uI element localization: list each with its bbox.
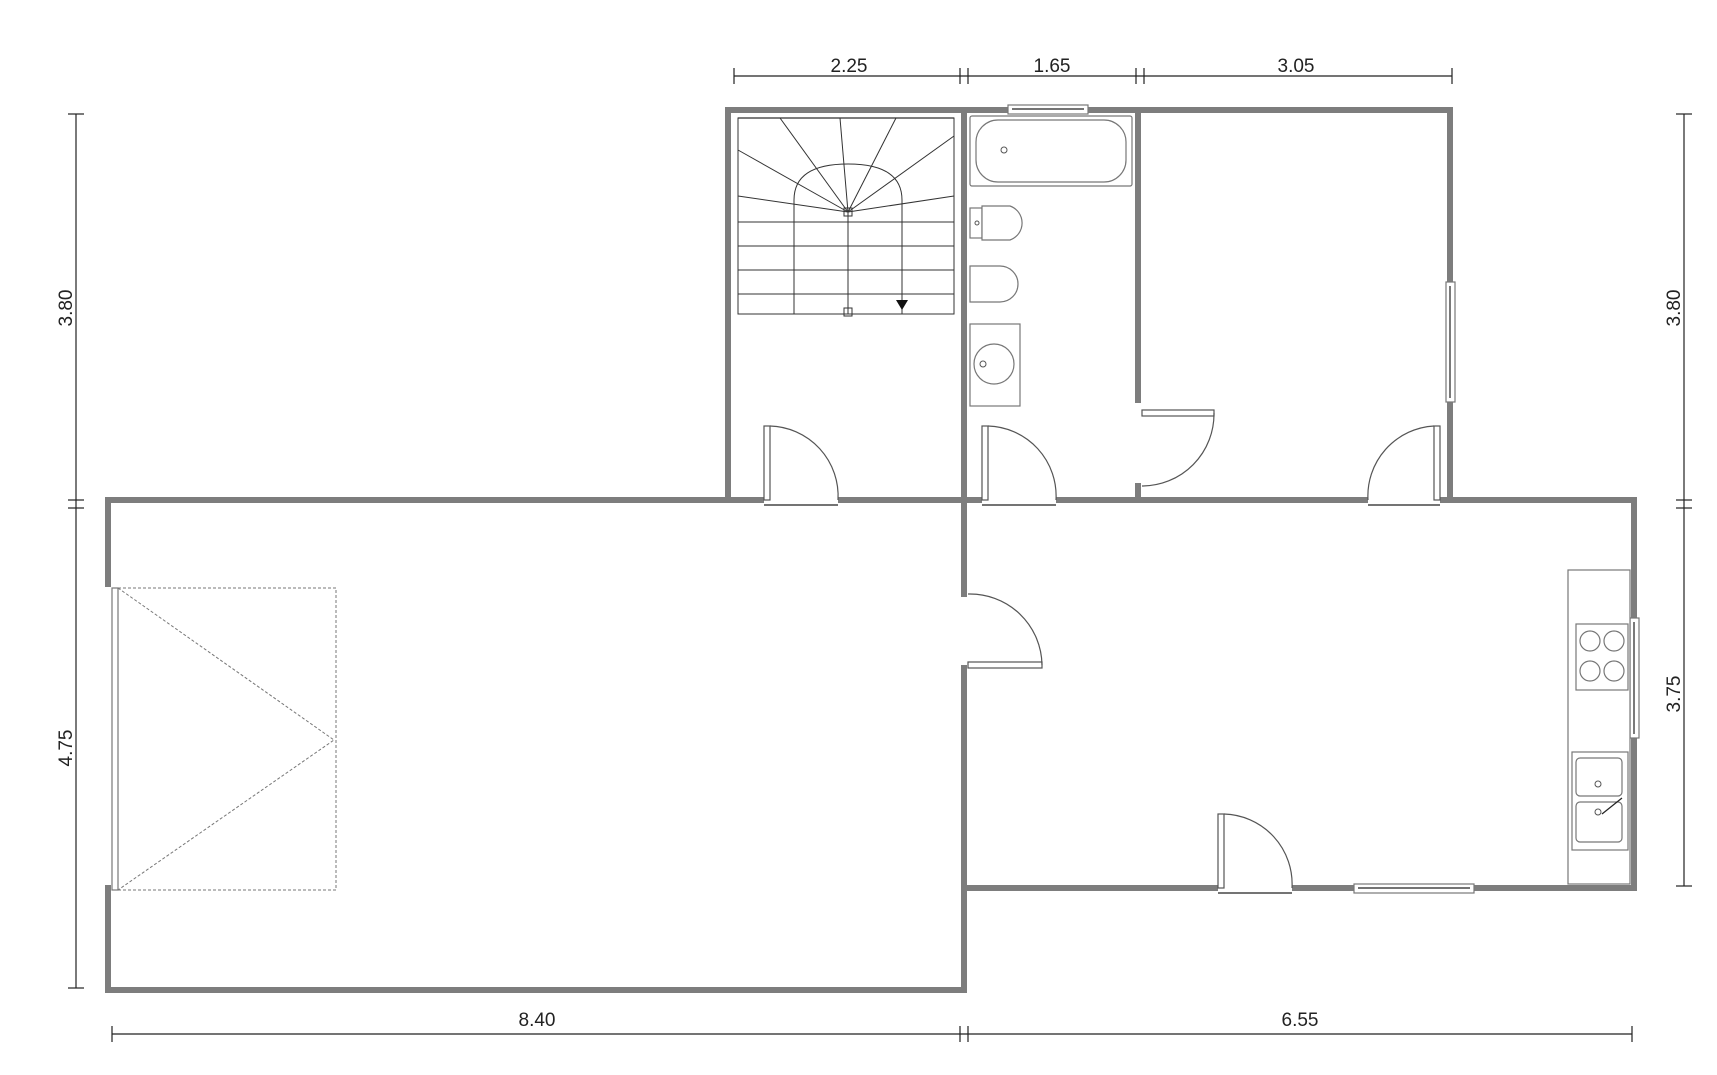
dim-bottom-right: 6.55 [1282, 1010, 1319, 1031]
door-stair [763, 425, 771, 501]
bidet [969, 265, 1019, 303]
dim-top-room: 3.05 [1278, 56, 1315, 77]
dim-bottom-left: 8.40 [519, 1010, 556, 1031]
dim-top-bath: 1.65 [1034, 56, 1071, 77]
kitchen-sink [1571, 751, 1629, 851]
washbasin [969, 323, 1021, 407]
dim-right-lower: 3.75 [1664, 676, 1685, 713]
openings [764, 496, 1440, 894]
walls [105, 107, 1637, 993]
stair-direction-arrow [896, 300, 908, 310]
bathroom-fixtures [969, 115, 1133, 407]
kitchen-fixtures [1567, 569, 1631, 885]
wall-living-left-lower [105, 885, 967, 993]
wall-kitchen-right [961, 497, 1637, 891]
door-bath-room [1141, 409, 1215, 417]
door-bath [981, 425, 989, 501]
door-living-kitchen [967, 661, 1043, 669]
door-room [1433, 425, 1441, 501]
dim-left-lower: 4.75 [56, 730, 77, 767]
windows [1007, 104, 1640, 894]
cooktop [1575, 623, 1629, 691]
dimension-lines [68, 68, 1692, 1042]
dim-left-upper: 3.80 [56, 290, 77, 327]
dim-top-stair: 2.25 [831, 56, 868, 77]
toilet [969, 205, 1023, 241]
garage-door [111, 587, 337, 891]
door-kitchen-bottom [1217, 813, 1225, 889]
dimension-labels: 2.25 1.65 3.05 8.40 6.55 3.80 4.75 3.80 … [56, 56, 1685, 1031]
doors [763, 409, 1441, 889]
staircase [737, 117, 955, 317]
dim-right-upper: 3.80 [1664, 290, 1685, 327]
